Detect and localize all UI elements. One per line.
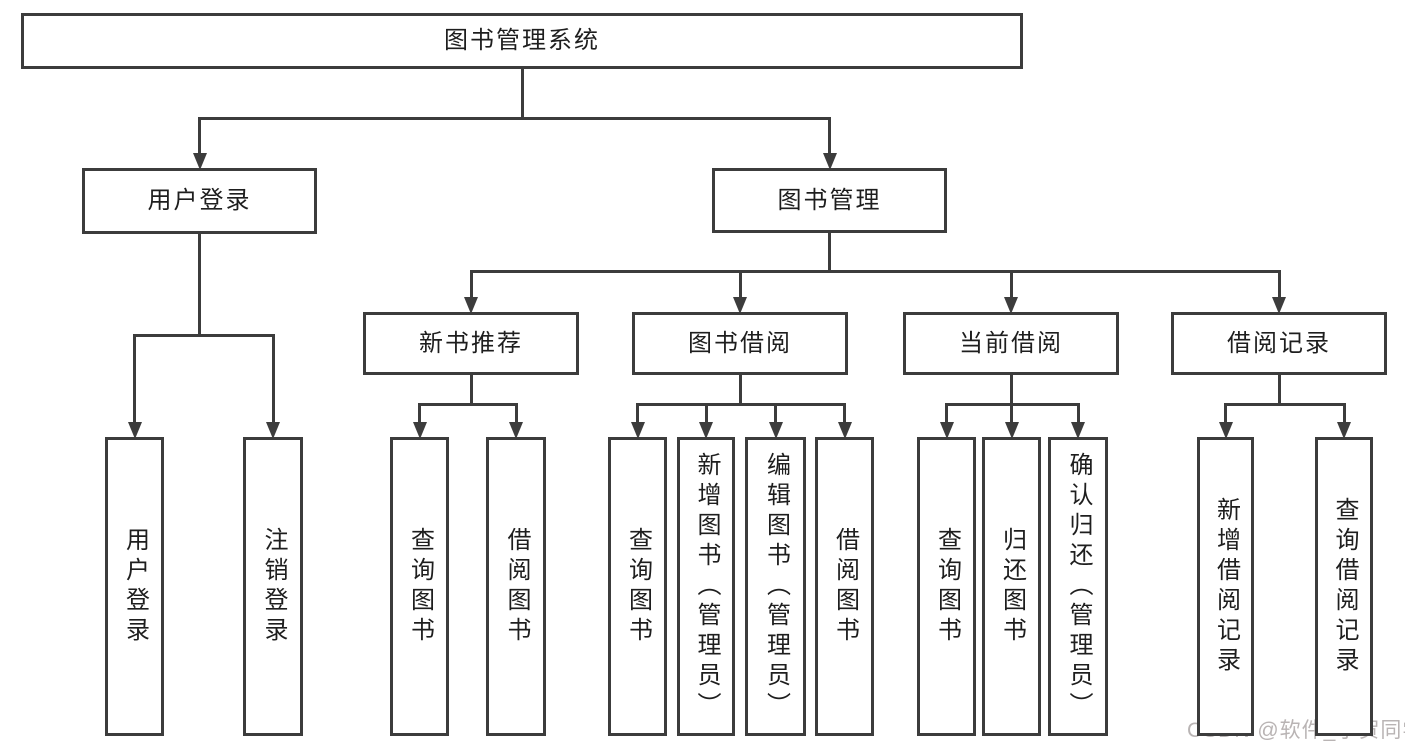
connector-line [514,402,518,424]
node-leaf-bb-borrow: 借阅图书 [815,437,874,736]
node-leaf-cb-query: 查询图书 [917,437,976,736]
node-label-leaf-nbr-query: 查询图书 [406,526,434,647]
node-new-book-rec: 新书推荐 [363,312,579,375]
arrowhead-icon [822,153,837,170]
node-label-leaf-bb-borrow: 借阅图书 [831,526,859,647]
connector-line [418,402,518,406]
connector-line [828,231,831,273]
node-leaf-br-add: 新增借阅记录 [1197,437,1254,736]
arrowhead-icon [192,153,207,170]
node-label-leaf-cb-query: 查询图书 [933,526,961,647]
connector-line [198,116,831,120]
node-root: 图书管理系统 [21,13,1023,69]
node-leaf-bb-add: 新增图书（管理员） [677,437,735,736]
arrowhead-icon [1272,297,1286,314]
node-label-leaf-bb-edit: 编辑图书（管理员） [762,451,790,722]
connector-line [828,116,831,155]
arrowhead-icon [127,422,142,439]
connector-line [418,402,421,424]
connector-line [1342,402,1346,424]
node-leaf-logout: 注销登录 [243,437,303,736]
arrowhead-icon [1004,422,1019,439]
node-leaf-nbr-query: 查询图书 [390,437,449,736]
connector-line [1009,269,1013,299]
connector-line [738,269,742,299]
arrowhead-icon [699,422,713,439]
connector-line [469,269,1281,273]
node-leaf-br-query: 查询借阅记录 [1315,437,1373,736]
node-label-book-mgmt: 图书管理 [777,186,882,214]
arrowhead-icon [1004,297,1018,314]
arrowhead-icon [464,297,478,314]
connector-line [1277,269,1281,299]
arrowhead-icon [412,422,427,439]
node-leaf-cb-confirm: 确认归还（管理员） [1048,437,1108,736]
node-label-new-book-rec: 新书推荐 [419,329,523,357]
connector-line [704,402,708,424]
arrowhead-icon [630,422,645,439]
connector-line [198,232,201,337]
arrowhead-icon [1337,422,1351,439]
node-label-leaf-br-add: 新增借阅记录 [1212,496,1240,677]
connector-line [133,333,136,424]
node-label-leaf-cb-confirm: 确认归还（管理员） [1065,451,1092,722]
arrowhead-icon [768,422,783,439]
node-leaf-bb-query: 查询图书 [608,437,667,736]
connector-line [774,402,777,424]
connector-line [1224,402,1227,424]
arrowhead-icon [1218,422,1233,439]
connector-line [945,402,948,424]
connector-line [198,116,201,155]
node-label-leaf-br-query: 查询借阅记录 [1331,496,1358,677]
node-label-leaf-bb-query: 查询图书 [624,526,652,647]
connector-line [636,402,639,424]
connector-line [469,373,473,406]
node-user-login: 用户登录 [82,168,317,234]
connector-line [843,402,846,424]
connector-line [133,333,275,337]
arrowhead-icon [837,422,852,439]
node-label-user-login: 用户登录 [147,187,252,214]
connector-line [1009,373,1013,406]
node-label-root: 图书管理系统 [444,27,600,54]
node-label-leaf-cb-return: 归还图书 [998,526,1026,647]
connector-line [271,333,275,424]
arrowhead-icon [266,422,280,439]
connector-line [1277,373,1281,406]
node-borrow-records: 借阅记录 [1171,312,1387,375]
node-label-book-borrow: 图书借阅 [688,329,792,357]
node-label-borrow-records: 借阅记录 [1227,329,1331,357]
node-leaf-cb-return: 归还图书 [982,437,1041,736]
connector-line [520,67,524,120]
node-label-current-borrow: 当前借阅 [959,329,1063,357]
connector-line [1076,402,1080,424]
node-current-borrow: 当前借阅 [903,312,1119,375]
node-label-leaf-logout: 注销登录 [260,526,287,647]
node-label-leaf-user-login: 用户登录 [121,526,149,647]
connector-line [1224,402,1346,406]
node-leaf-bb-edit: 编辑图书（管理员） [745,437,806,736]
connector-line [738,373,742,406]
node-leaf-nbr-borrow: 借阅图书 [486,437,546,736]
arrowhead-icon [509,422,523,439]
node-label-leaf-nbr-borrow: 借阅图书 [503,526,530,647]
arrowhead-icon [1071,422,1085,439]
node-book-mgmt: 图书管理 [712,168,947,233]
arrowhead-icon [939,422,954,439]
connector-line [469,269,473,299]
node-label-leaf-bb-add: 新增图书（管理员） [693,451,720,722]
node-book-borrow: 图书借阅 [632,312,848,375]
node-leaf-user-login: 用户登录 [105,437,164,736]
connector-line [1010,402,1013,424]
arrowhead-icon [733,297,747,314]
connector-line [636,402,846,406]
